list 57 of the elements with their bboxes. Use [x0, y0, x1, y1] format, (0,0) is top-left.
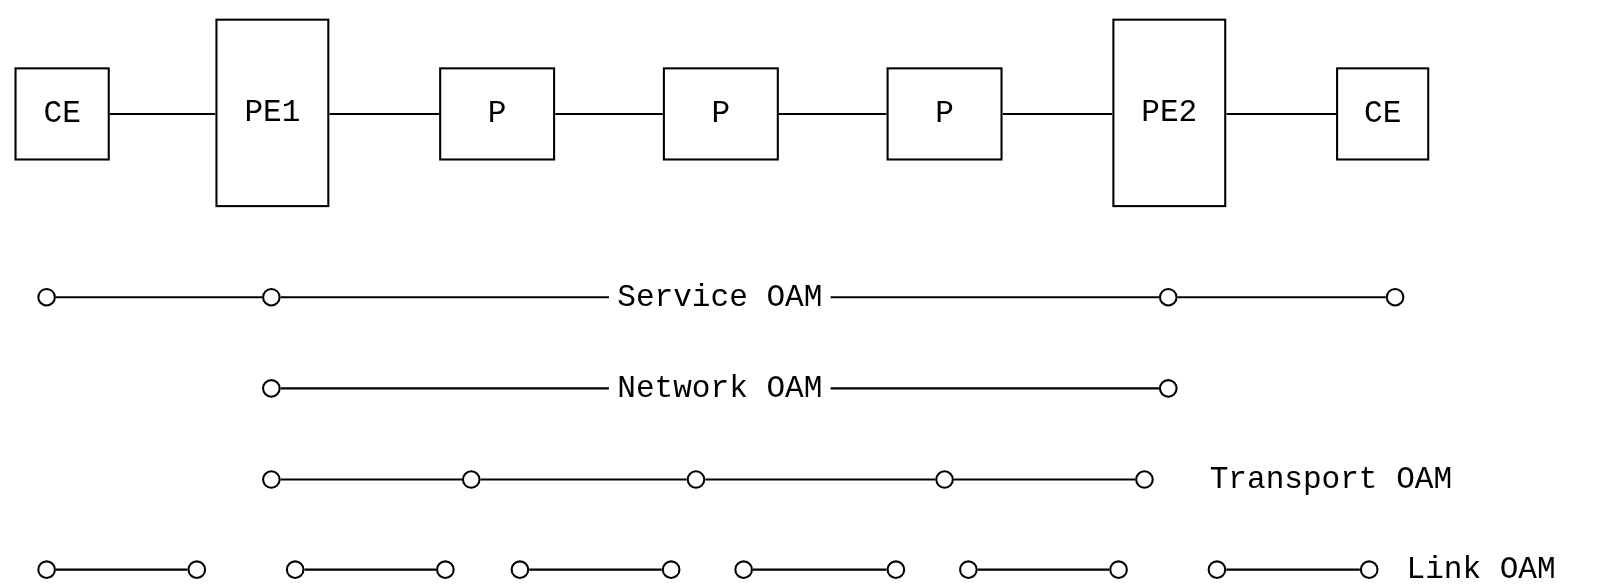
- node-box: [215, 18, 330, 208]
- endpoint-circle: [285, 560, 305, 579]
- endpoint-circle: [886, 560, 906, 579]
- endpoint-circle: [187, 560, 207, 579]
- connector-line: [1226, 568, 1360, 571]
- endpoint-circle: [262, 287, 281, 307]
- node-label: CE: [1364, 96, 1402, 132]
- endpoint-circle: [461, 470, 481, 489]
- connector-line: [55, 568, 188, 571]
- endpoint-circle: [1207, 560, 1227, 579]
- node-label: P: [711, 96, 731, 132]
- endpoint-circle: [1109, 560, 1128, 579]
- node-box: [886, 67, 1003, 161]
- connector-line: [280, 478, 462, 481]
- node-box: [662, 67, 779, 161]
- connector-line: [329, 112, 440, 115]
- connector-line: [304, 568, 437, 571]
- endpoint-circle: [959, 560, 978, 579]
- node-box: [439, 67, 556, 161]
- node-label: PE2: [1141, 95, 1198, 131]
- node-box: [14, 67, 110, 161]
- connector-line: [1002, 112, 1113, 115]
- connector-line: [529, 568, 662, 571]
- node-label: P: [487, 96, 507, 132]
- layer-label: Transport OAM: [1209, 464, 1453, 496]
- endpoint-circle: [661, 560, 681, 579]
- connector-line: [953, 478, 1136, 481]
- endpoint-circle: [436, 560, 455, 579]
- endpoint-circle: [1158, 287, 1178, 307]
- endpoint-circle: [262, 470, 281, 489]
- endpoint-circle: [686, 470, 706, 489]
- endpoint-circle: [37, 287, 56, 307]
- endpoint-circle: [1135, 470, 1154, 489]
- node-box: [1112, 18, 1227, 208]
- endpoint-circle: [734, 560, 753, 579]
- connector-line: [109, 112, 216, 115]
- connector-line: [1226, 112, 1337, 115]
- endpoint-circle: [262, 379, 281, 398]
- node-label: PE1: [244, 95, 301, 131]
- endpoint-circle: [1158, 379, 1178, 398]
- connector-line: [778, 112, 887, 115]
- endpoint-circle: [37, 560, 56, 579]
- endpoint-circle: [935, 470, 954, 489]
- layer-label: Link OAM: [1406, 554, 1556, 586]
- connector-line: [705, 478, 936, 481]
- connector-line: [752, 568, 887, 571]
- connector-line: [55, 296, 263, 299]
- node-label: P: [935, 96, 954, 132]
- connector-line: [555, 112, 663, 115]
- endpoint-circle: [1385, 287, 1405, 307]
- endpoint-circle: [1359, 560, 1379, 579]
- connector-line: [1177, 296, 1386, 299]
- node-label: CE: [43, 96, 81, 132]
- connector-line: [480, 478, 687, 481]
- node-box: [1336, 67, 1430, 161]
- connector-line: [977, 568, 1110, 571]
- endpoint-circle: [510, 560, 530, 579]
